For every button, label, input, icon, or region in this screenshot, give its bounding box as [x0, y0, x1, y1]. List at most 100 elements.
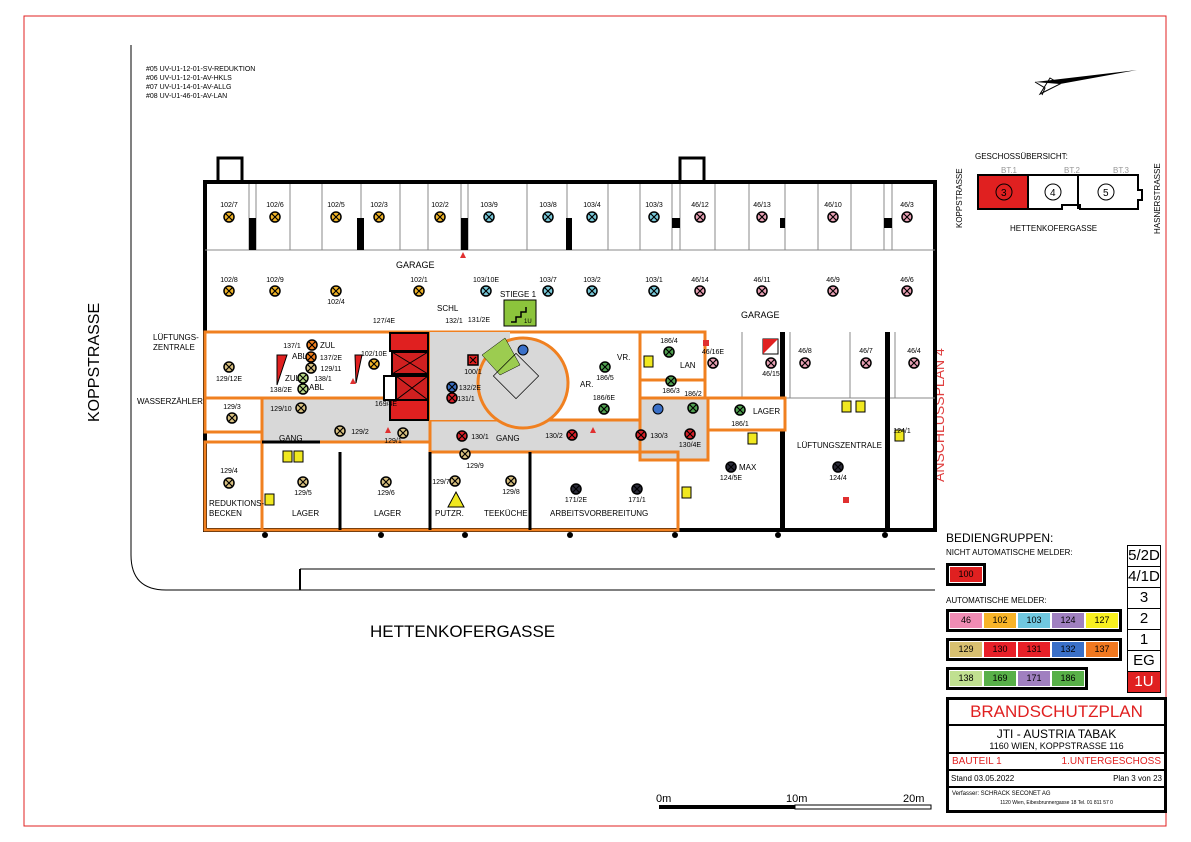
- detector-cross-icon: [228, 414, 236, 422]
- legend-chip: 100: [950, 567, 982, 582]
- detector-label: 103/3: [645, 202, 663, 209]
- detector-label: 186/1: [731, 421, 749, 428]
- detector-cross-icon: [910, 359, 918, 367]
- detector-label: 46/13: [753, 202, 771, 209]
- room-label: REDUKTIONS-: [209, 499, 264, 508]
- smoke-detector: 124/5E: [720, 461, 742, 482]
- detector-label: 129/2: [351, 429, 369, 436]
- room-label: ZENTRALE: [153, 343, 195, 352]
- detector-cross-icon: [665, 348, 673, 356]
- smoke-detector: 171/2E: [565, 483, 588, 504]
- detector-cross-icon: [696, 213, 704, 221]
- stair-floor-label: 1U: [524, 319, 532, 325]
- smoke-detector: 130/1: [456, 430, 489, 442]
- legend-chip: 46: [950, 613, 982, 628]
- smoke-detector: 186/5: [596, 361, 614, 382]
- title-block: BRANDSCHUTZPLAN JTI - AUSTRIA TABAK 1160…: [946, 697, 1167, 813]
- floor-3: 3: [1128, 588, 1160, 609]
- detector-label: 130/1: [471, 434, 489, 441]
- detector-cross-icon: [370, 360, 378, 368]
- smoke-detector: 171/1: [628, 483, 646, 504]
- legend-chip: 130: [984, 642, 1016, 657]
- bt-number: 5: [1103, 188, 1109, 199]
- smoke-detector: 137/1: [283, 339, 318, 351]
- legend-chip: 103: [1018, 613, 1050, 628]
- smoke-detector: 46/14: [691, 277, 709, 297]
- smoke-detector: 130/3: [635, 429, 668, 441]
- legend-chip: 186: [1052, 671, 1084, 686]
- detector-cross-icon: [332, 287, 340, 295]
- detector-label: 46/3: [900, 202, 914, 209]
- detector-label: 131/1: [457, 396, 475, 403]
- detector-cross-icon: [637, 431, 645, 439]
- smoke-detector: 129/9: [459, 448, 484, 470]
- smoke-detector: 130/4E: [679, 428, 702, 449]
- smoke-detector: 103/10E: [473, 277, 499, 297]
- detector-cross-icon: [633, 485, 641, 493]
- smoke-detector: 103/4: [583, 202, 601, 223]
- detector-cross-icon: [862, 359, 870, 367]
- smoke-detector: 129/1: [384, 427, 409, 445]
- room-label: GANG: [496, 434, 520, 443]
- detector-cross-icon: [727, 463, 735, 471]
- smoke-detector: 102/1: [410, 277, 428, 297]
- smoke-detector: 103/2: [583, 277, 601, 297]
- legend: BEDIENGRUPPEN: NICHT AUTOMATISCHE MELDER…: [946, 531, 1124, 690]
- detector-cross-icon: [736, 406, 744, 414]
- smoke-detector: 46/16E: [702, 349, 724, 369]
- legend-chip: 131: [1018, 642, 1050, 657]
- detector-label: 46/14: [691, 277, 709, 284]
- smoke-detector: 137/2E: [305, 351, 343, 363]
- floor-2: 2: [1128, 609, 1160, 630]
- detector-label: 129/10: [270, 406, 292, 413]
- detector-label: 130/4E: [679, 442, 702, 449]
- detector-cross-icon: [436, 213, 444, 221]
- detector-cross-icon: [829, 213, 837, 221]
- smoke-detector: 130/2: [545, 429, 578, 441]
- smoke-detector: 102/4: [327, 285, 345, 306]
- detector-label: 103/8: [539, 202, 557, 209]
- smoke-detector: 103/1: [645, 277, 663, 297]
- detector-cross-icon: [709, 359, 717, 367]
- detector-cross-icon: [485, 213, 493, 221]
- detector-label: 46/6: [900, 277, 914, 284]
- detector-label: 102/8: [220, 277, 238, 284]
- room-label: LÜFTUNGS-: [153, 333, 199, 342]
- overview-street-left: KOPPSTRASSE: [955, 168, 964, 228]
- detector-label: 138/1: [314, 376, 332, 383]
- detector-label: 171/2E: [565, 497, 588, 504]
- scale-bar: 0m 10m 20m: [656, 793, 932, 810]
- floor-5-2d: 5/2D: [1128, 546, 1160, 567]
- detector-label: 137/2E: [320, 355, 343, 362]
- smoke-detector: 127/4E: [373, 318, 396, 325]
- smoke-detector: 103/3: [645, 202, 663, 223]
- note: #08 UV-U1-46-01-AV-LAN: [146, 93, 227, 100]
- detector-label: 129/3: [223, 404, 241, 411]
- detector-label: 102/4: [327, 299, 345, 306]
- detector-label: 130/3: [650, 433, 668, 440]
- detector-cross-icon: [332, 213, 340, 221]
- detector-label: 129/8: [502, 489, 520, 496]
- smoke-detector: 186/1: [731, 404, 749, 428]
- detector-label: 129/12E: [216, 376, 242, 383]
- detector-label: 129/9: [466, 463, 484, 470]
- detector-label: 186/3: [662, 388, 680, 395]
- smoke-detector: 124/1: [893, 428, 911, 435]
- room-label: ABL: [309, 383, 325, 392]
- smoke-detector: 103/7: [539, 277, 557, 297]
- detector-cross-icon: [297, 404, 305, 412]
- smoke-detector: 102/7: [220, 202, 238, 223]
- detector-cross-icon: [829, 287, 837, 295]
- detector-label: 46/9: [826, 277, 840, 284]
- smoke-detector: 131/1: [446, 392, 475, 404]
- smoke-detector: 103/9: [480, 202, 498, 223]
- detector-label: 103/9: [480, 202, 498, 209]
- smoke-detector: 129/2: [334, 425, 369, 437]
- smoke-detector: 129/11: [305, 362, 342, 374]
- detector-label: 129/7: [432, 479, 450, 486]
- detector-label: 131/2E: [468, 317, 491, 324]
- room-label: LAGER: [292, 509, 319, 518]
- room-label: MAX: [739, 463, 757, 472]
